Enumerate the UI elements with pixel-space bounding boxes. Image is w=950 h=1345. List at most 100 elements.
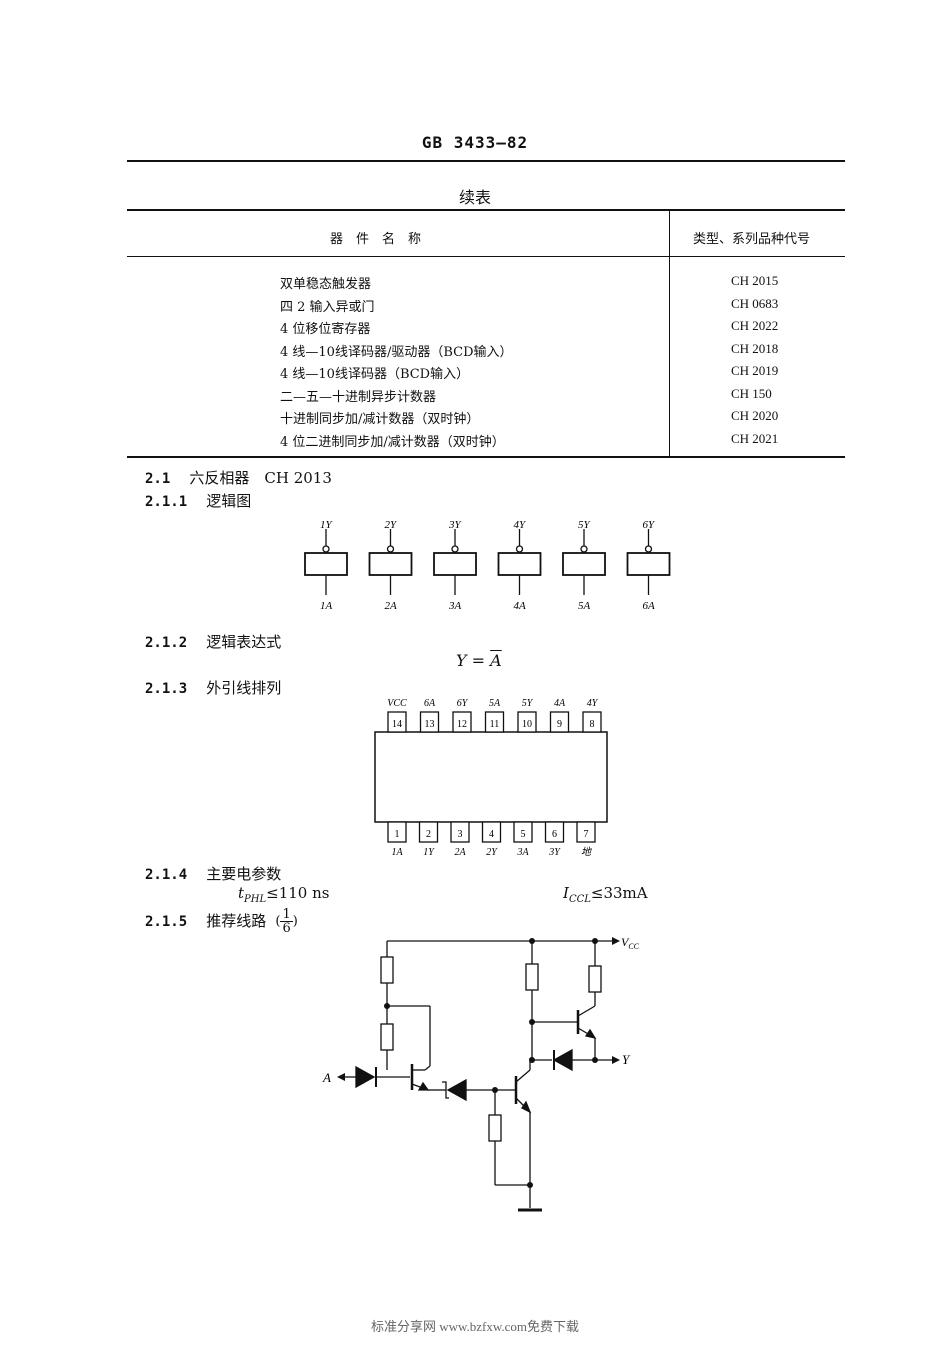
section-title: 六反相器 CH 2013 [189, 469, 332, 487]
pin-label: 6Y [457, 698, 469, 709]
table-row-code: CH 2022 [731, 318, 779, 333]
pin-label: 4A [554, 698, 566, 709]
pin-label: 1A [391, 847, 403, 858]
section-number: 2.1.3 [145, 681, 188, 697]
pin-box [418, 821, 439, 843]
output-label: 1Y [320, 519, 334, 531]
table-row-name: 4 位移位寄存器 [280, 322, 371, 337]
pin-label: 6A [424, 698, 436, 709]
section-number: 2.1.2 [145, 635, 188, 651]
section-2-1-4: 2.1.4 主要电参数 [145, 863, 281, 884]
table-row-name: 十进制同步加/减计数器（双时钟） [280, 412, 480, 427]
pin-label: 2Y [486, 847, 498, 858]
table-row-name: 四 2 输入异或门 [280, 299, 375, 315]
section-number: 2.1.1 [145, 494, 188, 510]
input-label: 6A [643, 600, 656, 612]
table-bottom-rule [127, 456, 845, 458]
pin-number: 14 [392, 719, 402, 730]
table-row-name: 双单稳态触发器 [280, 277, 372, 292]
table-row-name: 二—五—十进制异步计数器 [280, 389, 437, 405]
pin-label: 1Y [423, 847, 435, 858]
section-2-1-3: 2.1.3 外引线排列 [145, 677, 281, 698]
output-label: Y [622, 1052, 631, 1067]
pin-label: 4Y [587, 698, 599, 709]
pin-number: 1 [395, 829, 400, 840]
column-header-name: 器 件 名 称 [330, 232, 422, 247]
pin-label: 2A [454, 847, 466, 858]
pin-box [419, 711, 440, 733]
table-row-code: CH 0683 [731, 295, 779, 311]
input-label: 1A [320, 600, 333, 612]
pin-number: 11 [490, 719, 500, 730]
pin-box [513, 821, 533, 843]
input-label: 3A [448, 600, 462, 612]
pin-number: 6 [552, 829, 557, 840]
pin-box [450, 821, 470, 843]
section-number: 2.1 [145, 471, 171, 487]
table-row-code: CH 2020 [731, 408, 779, 423]
pin-label: 5Y [522, 698, 534, 709]
section-2-1-1: 2.1.1 逻辑图 [145, 490, 251, 511]
table-row-code: CH 2021 [731, 430, 779, 446]
table-header-rule [127, 256, 845, 257]
pin-number: 7 [584, 829, 589, 840]
fraction: ( 1 6 ) [275, 907, 298, 936]
inverter-gate: 1Y 1A [304, 519, 348, 612]
inverter-gate: 6Y 6A [626, 519, 671, 612]
input-label: 5A [578, 600, 591, 612]
table-row-code: CH 2019 [731, 363, 779, 378]
section-title: 主要电参数 [206, 865, 282, 883]
table-row-code: CH 2018 [731, 340, 779, 356]
pin-box [549, 711, 570, 733]
pin-box [481, 821, 502, 843]
pin-box [387, 711, 407, 733]
vcc-label: VCC [621, 935, 640, 951]
table-caption: 续表 [458, 188, 491, 207]
pin-box [544, 821, 565, 843]
pin-box [484, 711, 505, 733]
pin-label: 3A [516, 847, 529, 858]
table-row-code: CH 150 [731, 385, 772, 401]
table-top-rule [127, 209, 845, 211]
pin-box [576, 821, 596, 843]
table-row-code: CH 2015 [731, 273, 779, 288]
pin-box [517, 711, 537, 733]
standard-number: GB 3433—82 [421, 133, 529, 152]
pin-number: 10 [522, 719, 532, 730]
pin-box [387, 821, 407, 843]
pin-number: 12 [457, 719, 467, 730]
table-row-name: 4 线—10线译码器（BCD输入） [280, 367, 470, 382]
pin-number: 3 [458, 829, 463, 840]
pin-number: 13 [425, 719, 435, 730]
column-header-code: 类型、系列品种代号 [693, 232, 811, 247]
pin-label: 地 [581, 846, 592, 858]
param-iccl: ICCL≤33mA [563, 884, 648, 905]
section-title: 外引线排列 [206, 679, 282, 697]
input-label: 4A [514, 600, 527, 612]
table-row-name: 4 线—10线译码器/驱动器（BCD输入） [280, 344, 513, 360]
pinout-diagram: 14VCC136A126Y115A105Y94A84Y11A21Y32A42Y5… [374, 698, 608, 858]
logic-expression: Y = A [456, 651, 502, 670]
pin-box [452, 711, 472, 733]
pin-box [582, 711, 602, 733]
output-label: 4Y [514, 519, 528, 531]
pin-number: 8 [590, 719, 595, 730]
pin-number: 5 [521, 829, 526, 840]
pin-number: 4 [489, 829, 494, 840]
table-column-divider [669, 211, 670, 457]
output-label: 6Y [643, 519, 657, 531]
circuit-schematic: A Y VCC [322, 935, 640, 1212]
pin-number: 2 [426, 829, 431, 840]
section-title: 逻辑表达式 [206, 633, 282, 651]
input-label: 2A [385, 600, 398, 612]
inverter-gate: 4Y 4A [497, 519, 542, 612]
section-2-1-5: 2.1.5 推荐线路 ( 1 6 ) [145, 908, 298, 935]
input-label: A [322, 1070, 331, 1085]
section-title: 逻辑图 [206, 492, 252, 510]
pin-label: 5A [489, 698, 501, 709]
param-tphl: tPHL≤110 ns [238, 884, 330, 905]
